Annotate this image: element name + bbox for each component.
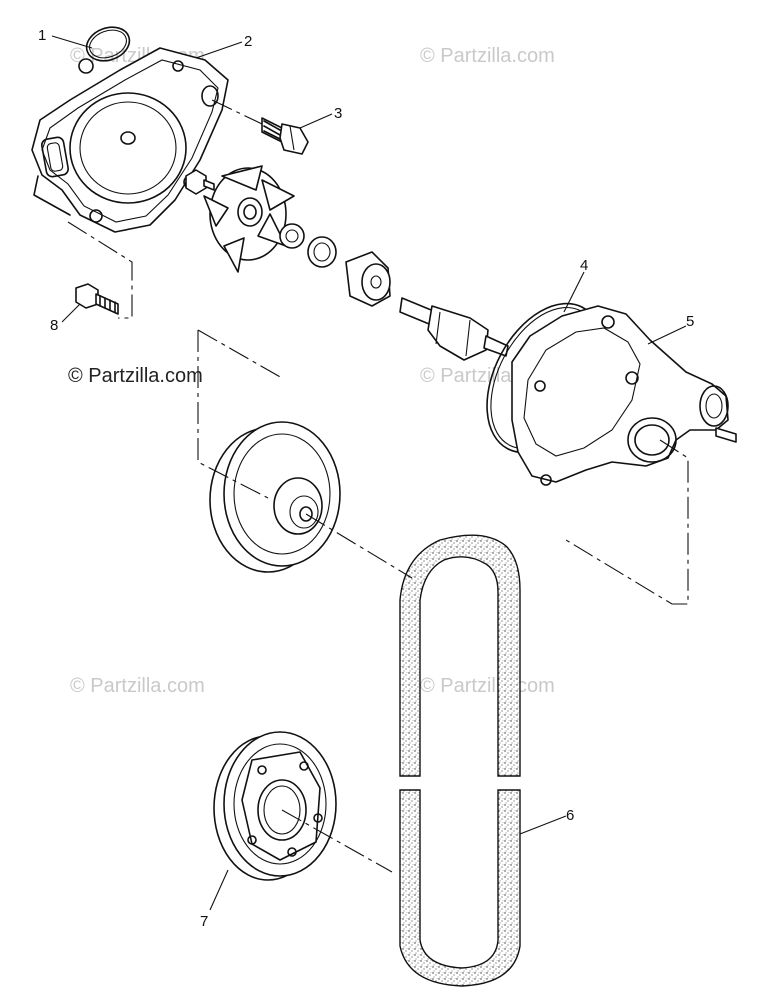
- seal-stack-part: [279, 223, 391, 307]
- bolt-part: [261, 117, 309, 155]
- callout-4: 4: [580, 257, 588, 274]
- watermark-center-left: © Partzilla.com: [68, 365, 203, 387]
- pump-housing-part: [511, 305, 737, 486]
- impeller-part: [203, 165, 295, 273]
- callout-6: 6: [566, 807, 574, 824]
- callout-7: 7: [200, 913, 208, 930]
- cover-bolt-part: [75, 283, 119, 315]
- drive-belt-part: [399, 534, 521, 987]
- assembly-lines: [67, 99, 689, 873]
- watermark-lower-left: © Partzilla.com: [70, 675, 205, 697]
- drive-pulley-part: [213, 731, 337, 881]
- watermark-top-right: © Partzilla.com: [420, 45, 555, 67]
- watermark-lower-right: © Partzilla.com: [420, 675, 555, 697]
- shaft-part: [399, 297, 509, 361]
- callout-1: 1: [38, 27, 46, 44]
- callout-3: 3: [334, 105, 342, 122]
- o-ring-part: [85, 26, 131, 62]
- callout-2: 2: [244, 33, 252, 50]
- callout-5: 5: [686, 313, 694, 330]
- callout-8: 8: [50, 317, 58, 334]
- callout-leaders: [51, 35, 687, 911]
- callout-labels: 1 2 3 4 5 6 7 8: [38, 27, 694, 930]
- nut-part: [185, 169, 215, 195]
- pump-cover-part: [31, 47, 229, 233]
- upper-pulley-part: [209, 421, 341, 573]
